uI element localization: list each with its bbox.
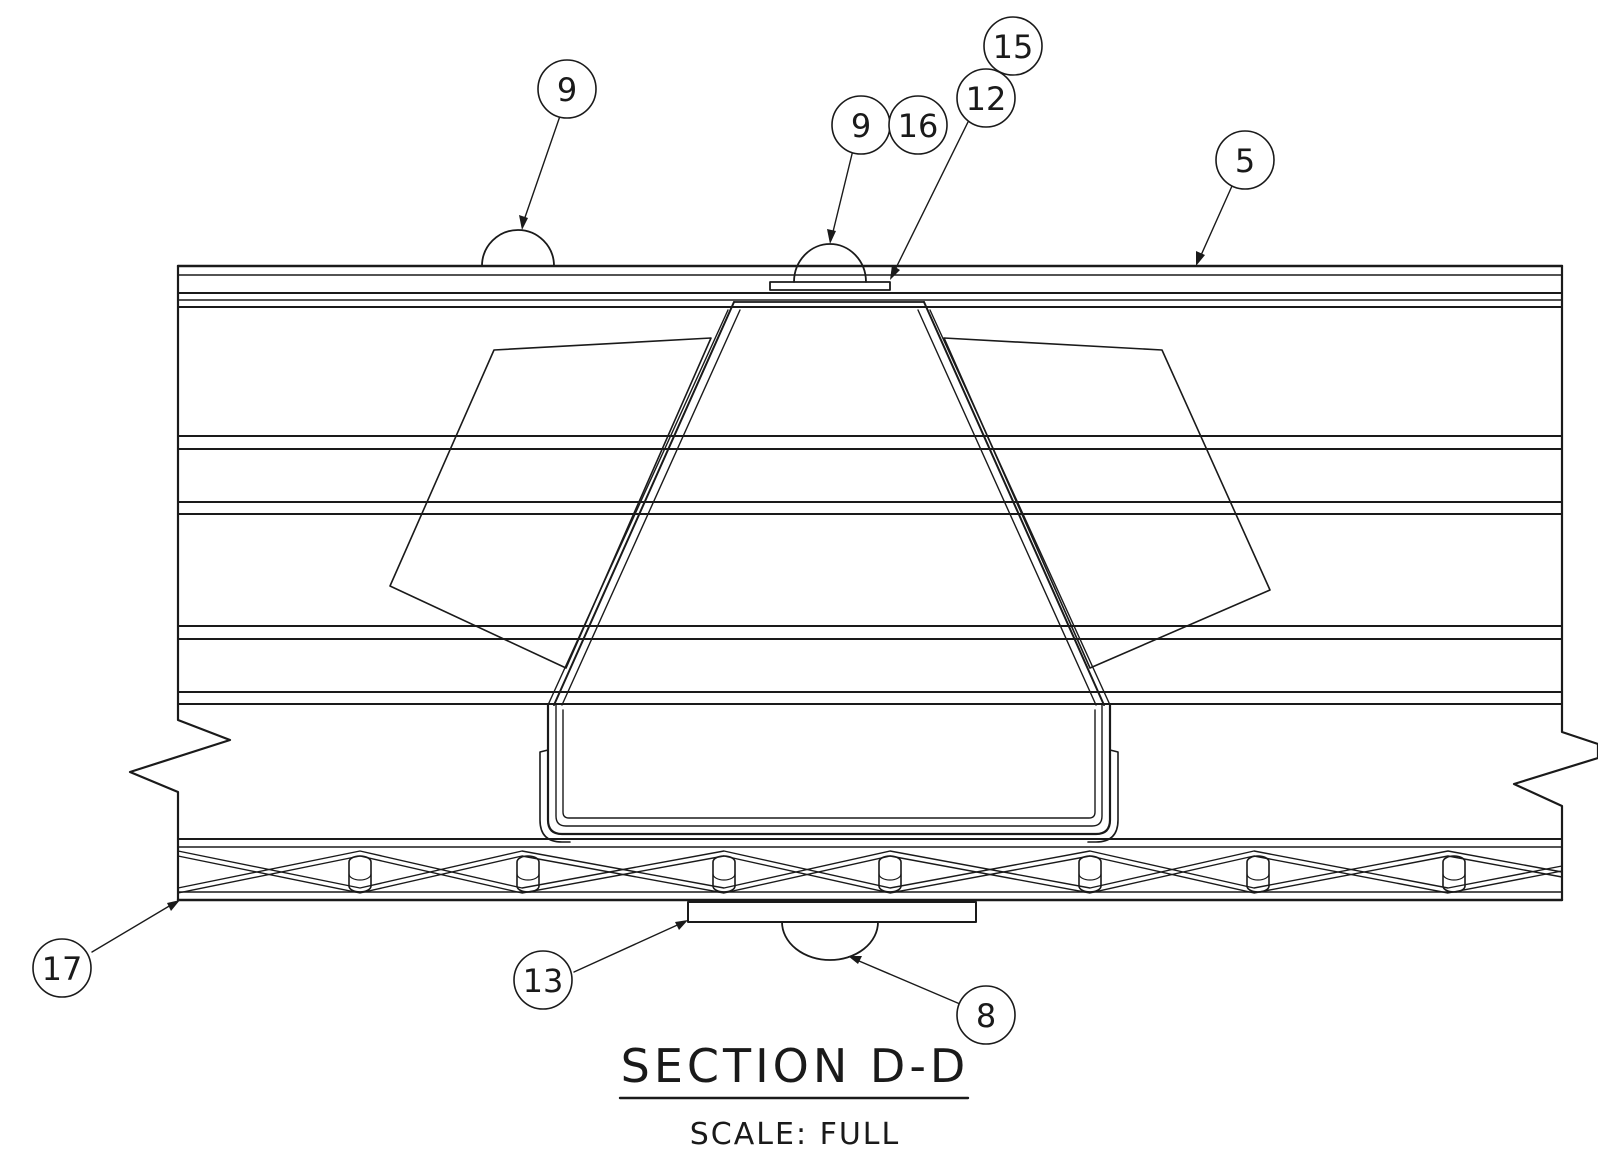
svg-text:16: 16 xyxy=(898,107,939,145)
top-weld-bead-left xyxy=(481,229,555,267)
section-title: SECTION D-D xyxy=(621,1039,970,1093)
top-weld-bead-center xyxy=(793,243,867,283)
svg-text:9: 9 xyxy=(851,107,871,145)
callout-12: 12 xyxy=(956,68,1016,128)
leader-lines xyxy=(91,115,1233,1005)
rebar-pin xyxy=(878,855,902,893)
bolster-right xyxy=(943,337,1271,669)
bolster-left xyxy=(389,337,712,669)
callout-17: 17 xyxy=(32,938,92,998)
rebar-pin xyxy=(516,855,540,893)
callout-5: 5 xyxy=(1215,130,1275,190)
svg-text:5: 5 xyxy=(1235,142,1255,180)
callout-15: 15 xyxy=(983,16,1043,76)
callout-16: 16 xyxy=(888,95,948,155)
rebar-pin xyxy=(348,855,372,893)
trapezoid-insert xyxy=(539,301,1119,843)
callout-9-center: 9 xyxy=(831,95,891,155)
rebar-pin xyxy=(1442,855,1466,893)
rebar-pin xyxy=(1246,855,1270,893)
rebar-pin xyxy=(712,855,736,893)
svg-text:8: 8 xyxy=(976,997,996,1035)
svg-text:9: 9 xyxy=(557,71,577,109)
svg-text:12: 12 xyxy=(966,80,1007,118)
slab-body xyxy=(128,264,1598,902)
svg-text:15: 15 xyxy=(993,28,1034,66)
svg-text:17: 17 xyxy=(42,950,83,988)
bottom-plate xyxy=(687,901,977,923)
top-plate xyxy=(769,281,891,291)
rebar-pins xyxy=(348,855,1466,893)
reinforcement-mesh xyxy=(177,850,1563,894)
callout-13: 13 xyxy=(513,950,573,1010)
bottom-weld-bead xyxy=(781,921,879,961)
svg-text:13: 13 xyxy=(523,962,564,1000)
scale-label: SCALE: FULL xyxy=(690,1117,900,1152)
callout-9-left: 9 xyxy=(537,59,597,119)
rebar-pin xyxy=(1078,855,1102,893)
callout-8: 8 xyxy=(956,985,1016,1045)
